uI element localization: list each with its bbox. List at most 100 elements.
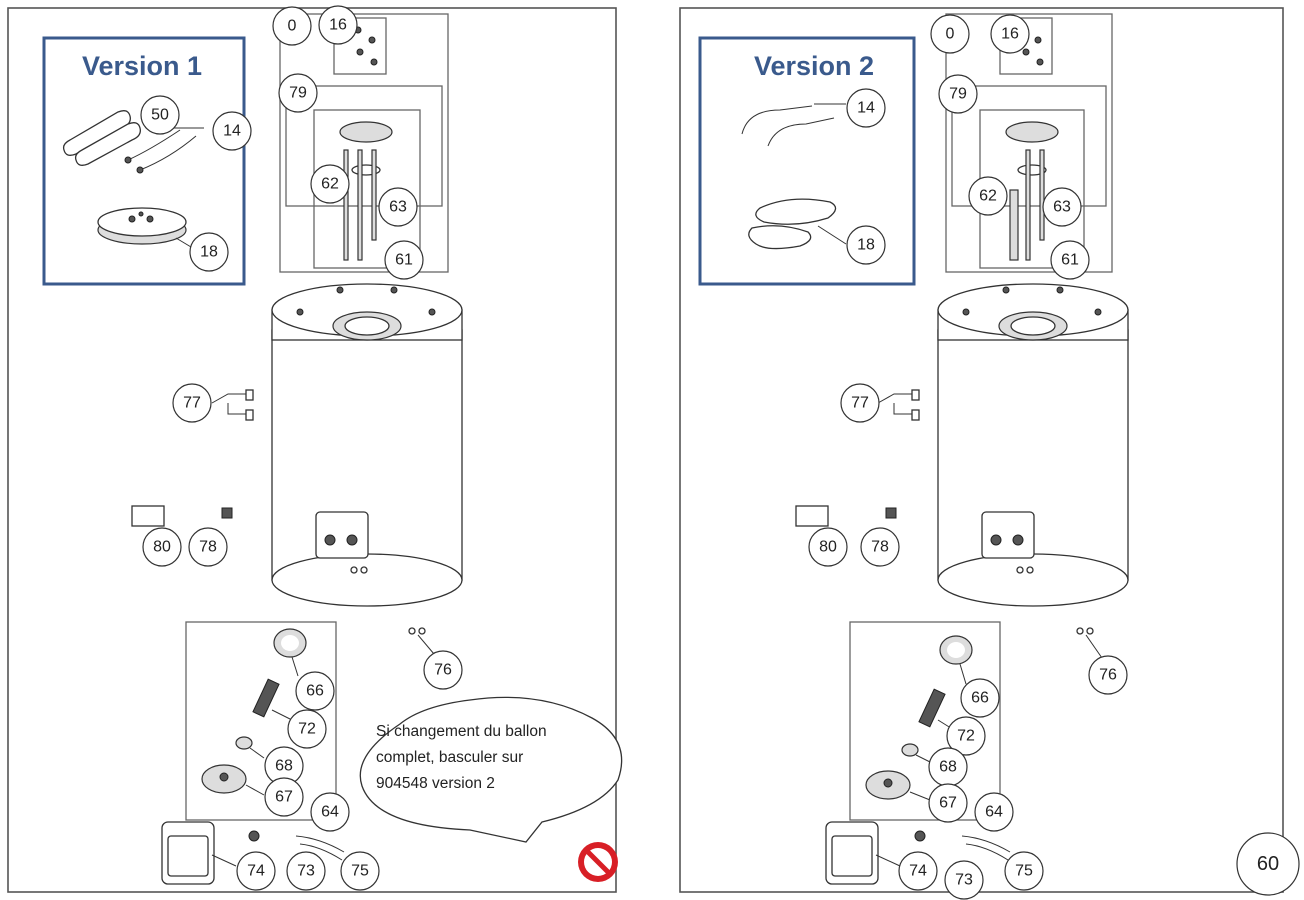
callout-67: 67 (264, 777, 304, 817)
callout-61: 61 (384, 240, 424, 280)
sensor-drawing (221, 507, 233, 519)
callout-74: 74 (236, 851, 276, 891)
svg-text:66: 66 (971, 690, 989, 707)
callout-72: 72 (946, 716, 986, 756)
callout-73: 73 (286, 851, 326, 891)
svg-text:80: 80 (819, 539, 837, 556)
no-entry-icon (578, 842, 618, 882)
callout-76: 76 (423, 650, 463, 690)
callout-67: 67 (928, 783, 968, 823)
top-assembly-box-2 (945, 13, 1113, 273)
callout-75: 75 (340, 851, 380, 891)
svg-text:68: 68 (939, 759, 957, 776)
callout-75: 75 (1004, 851, 1044, 891)
callout-62: 62 (310, 164, 350, 204)
callout-64: 64 (974, 792, 1014, 832)
svg-text:75: 75 (1015, 863, 1033, 880)
page-number: 60 (1236, 832, 1300, 896)
version-2-title: Version 2 (754, 51, 874, 81)
version-1-box (42, 36, 246, 286)
callout-63: 63 (378, 187, 418, 227)
callout-62: 62 (968, 176, 1008, 216)
callout-66: 66 (295, 671, 335, 711)
panel-1-frame (7, 7, 617, 893)
casing-drawing-v2 (825, 821, 1011, 885)
callout-14: 14 (212, 111, 252, 151)
svg-text:78: 78 (871, 539, 889, 556)
svg-text:68: 68 (275, 758, 293, 775)
note-line-3: 904548 version 2 (376, 775, 495, 792)
callout-72: 72 (287, 709, 327, 749)
svg-text:72: 72 (298, 721, 316, 738)
svg-text:67: 67 (275, 789, 293, 806)
flange-cover-drawing (97, 207, 187, 245)
version-2-box (698, 36, 916, 286)
callout-0: 0 (930, 14, 970, 54)
svg-text:73: 73 (297, 863, 315, 880)
callout-68: 68 (928, 747, 968, 787)
callout-80: 80 (808, 527, 848, 567)
callout-18: 18 (846, 225, 886, 265)
callout-77: 77 (172, 383, 212, 423)
callout-76: 76 (1088, 655, 1128, 695)
svg-text:18: 18 (857, 237, 875, 254)
callout-16: 16 (990, 14, 1030, 54)
tank-body-drawing (271, 283, 463, 607)
speech-bubble: Si changement du ballon complet, bascule… (359, 696, 623, 843)
svg-text:14: 14 (223, 123, 241, 140)
callout-73: 73 (944, 860, 984, 900)
panel-version-1: Version 1 (7, 5, 623, 893)
svg-text:62: 62 (979, 188, 997, 205)
svg-text:74: 74 (247, 863, 265, 880)
panel-2-frame (679, 7, 1284, 893)
callout-79: 79 (938, 74, 978, 114)
svg-text:80: 80 (153, 539, 171, 556)
svg-text:62: 62 (321, 176, 339, 193)
svg-text:60: 60 (1257, 853, 1279, 875)
svg-text:72: 72 (957, 728, 975, 745)
svg-text:74: 74 (909, 863, 927, 880)
svg-text:79: 79 (949, 86, 967, 103)
svg-text:76: 76 (434, 662, 452, 679)
svg-text:77: 77 (851, 395, 869, 412)
callout-14: 14 (846, 88, 886, 128)
bottom-assembly-box-1 (185, 621, 337, 821)
svg-text:76: 76 (1099, 667, 1117, 684)
callout-61: 61 (1050, 240, 1090, 280)
svg-text:73: 73 (955, 872, 973, 889)
svg-text:67: 67 (939, 795, 957, 812)
insulation-cover-drawing (748, 198, 847, 250)
svg-text:0: 0 (946, 26, 955, 43)
svg-text:66: 66 (306, 683, 324, 700)
svg-text:0: 0 (288, 18, 297, 35)
version-1-title: Version 1 (82, 51, 202, 81)
callout-79: 79 (278, 73, 318, 113)
bottom-assembly-box-2 (849, 621, 1001, 821)
svg-text:64: 64 (321, 804, 339, 821)
tank-body-drawing-v2 (937, 283, 1129, 607)
callout-64: 64 (310, 792, 350, 832)
connection-pipes-drawing-v2 (741, 103, 846, 147)
callout-66: 66 (960, 678, 1000, 718)
svg-text:79: 79 (289, 85, 307, 102)
label-plate-drawing (131, 505, 165, 527)
callout-63: 63 (1042, 187, 1082, 227)
callout-78: 78 (188, 527, 228, 567)
panel-version-2: Version 2 (679, 7, 1284, 900)
callout-50: 50 (140, 95, 180, 135)
connection-pipes-drawing (124, 129, 197, 174)
callout-18: 18 (189, 232, 229, 272)
svg-text:75: 75 (351, 863, 369, 880)
svg-text:78: 78 (199, 539, 217, 556)
sleeve-pair-drawing (62, 110, 141, 166)
svg-text:77: 77 (183, 395, 201, 412)
callout-16: 16 (318, 5, 358, 45)
note-line-2: complet, basculer sur (376, 749, 523, 766)
svg-text:16: 16 (329, 17, 347, 34)
svg-text:63: 63 (389, 199, 407, 216)
svg-text:18: 18 (200, 244, 218, 261)
callout-78: 78 (860, 527, 900, 567)
svg-text:61: 61 (1061, 252, 1079, 269)
top-assembly-box-1 (279, 13, 449, 273)
